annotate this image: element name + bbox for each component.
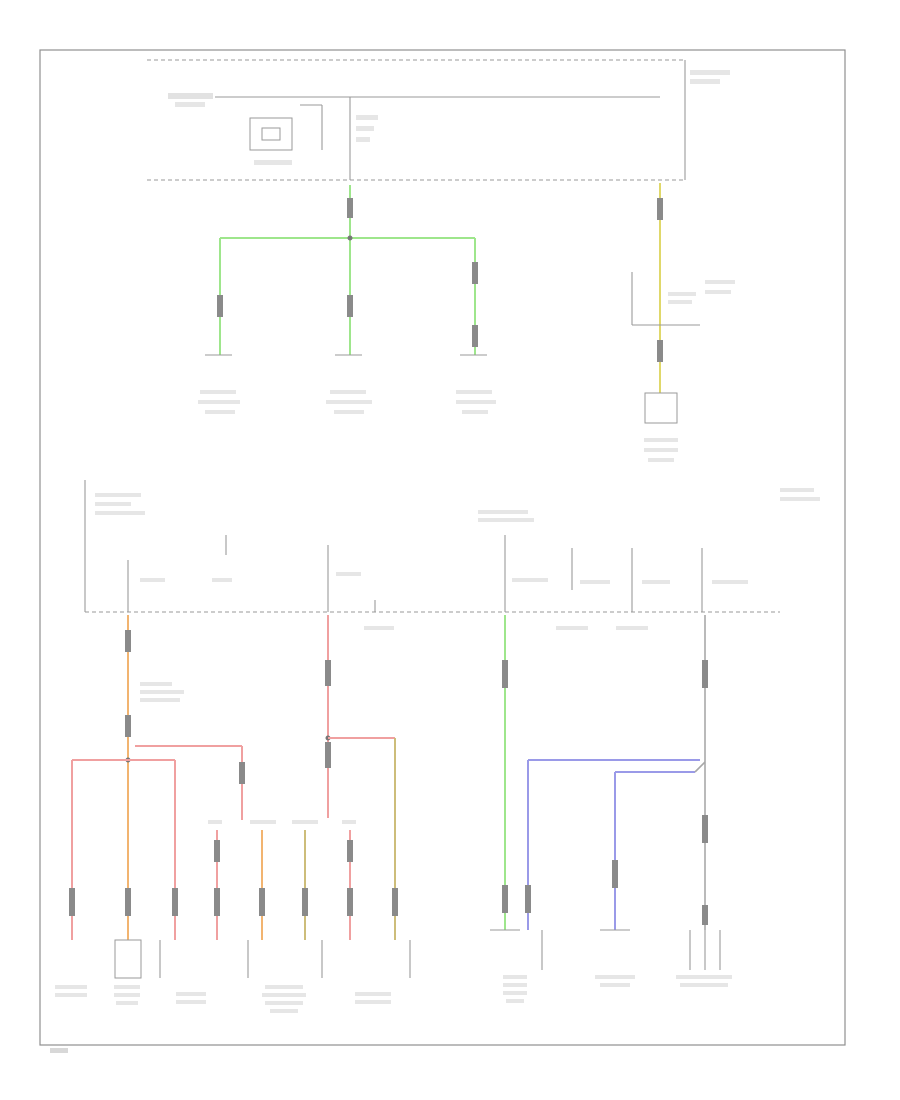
center-lighting-group [262,615,411,1013]
component-box-icon [644,392,678,424]
connector-icon [347,198,353,218]
left-lighting-group [55,615,276,1005]
bottom-fuse-box [84,480,820,630]
diagram-border [39,49,846,1046]
right-circuit-group [490,615,732,1003]
fuse-label-placeholder [168,93,213,99]
top-yellow-wiring [631,183,735,462]
top-fuse-box [147,59,730,181]
top-green-wiring [198,185,496,414]
footer-code [50,1048,68,1053]
